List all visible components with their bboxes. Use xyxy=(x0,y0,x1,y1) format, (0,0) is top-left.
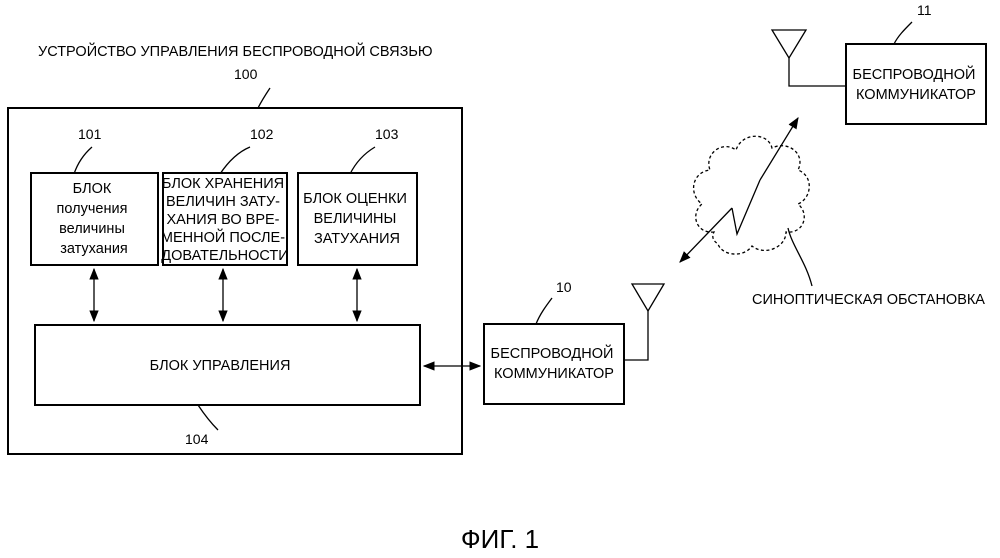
communicator-11-ref: 11 xyxy=(917,2,932,18)
communicator-11-leader xyxy=(894,22,912,44)
communicator-10-leader xyxy=(536,298,552,324)
block-102-ref: 102 xyxy=(250,126,274,142)
device-leader xyxy=(258,88,270,108)
block-101-ref: 101 xyxy=(78,126,102,142)
antenna-11-feed xyxy=(789,58,846,86)
device-title: УСТРОЙСТВО УПРАВЛЕНИЯ БЕСПРОВОДНОЙ СВЯЗЬ… xyxy=(38,42,433,60)
weather-label: СИНОПТИЧЕСКАЯ ОБСТАНОВКА xyxy=(752,292,985,308)
block-102-text: БЛОК ХРАНЕНИЯ ВЕЛИЧИН ЗАТУ- ХАНИЯ ВО ВРЕ… xyxy=(161,176,289,264)
antenna-10-feed xyxy=(624,311,648,360)
radio-link-lower xyxy=(680,208,732,262)
block-104-ref: 104 xyxy=(185,431,209,447)
block-103-ref: 103 xyxy=(375,126,399,142)
antenna-10-icon xyxy=(632,284,664,311)
weather-cloud-icon xyxy=(694,136,810,254)
weather-leader xyxy=(788,228,812,286)
radio-link-zigzag xyxy=(732,180,760,234)
wireless-communicator-11 xyxy=(846,44,986,124)
communicator-10-ref: 10 xyxy=(556,279,572,295)
device-ref: 100 xyxy=(234,66,258,82)
block-103-text: БЛОК ОЦЕНКИ ВЕЛИЧИНЫ ЗАТУХАНИЯ xyxy=(303,191,411,247)
wireless-communicator-10 xyxy=(484,324,624,404)
figure-caption: ФИГ. 1 xyxy=(461,524,539,554)
control-block-label: БЛОК УПРАВЛЕНИЯ xyxy=(150,358,291,374)
antenna-11-icon xyxy=(772,30,806,58)
